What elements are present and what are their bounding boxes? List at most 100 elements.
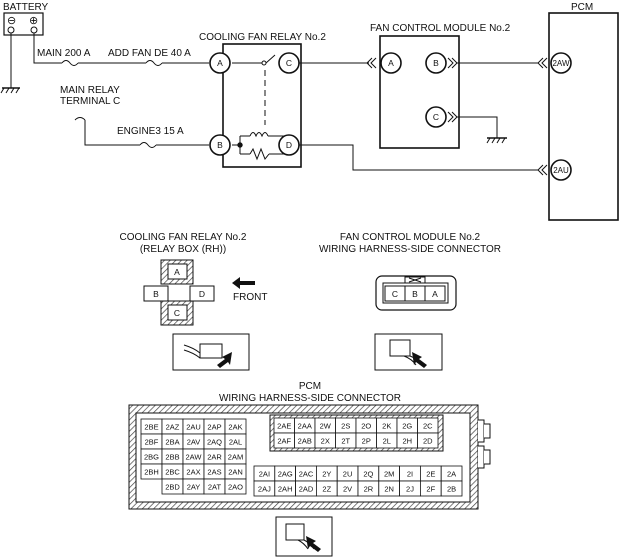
pcm-pin-label: 2AG: [278, 470, 293, 479]
pcm-pin-label: 2AR: [207, 453, 222, 462]
front-arrow-icon: [232, 277, 255, 289]
pcm-pin-label: 2D: [423, 437, 433, 446]
pcm-pin-label: 2AC: [299, 470, 314, 479]
pcm-bottom-block: 2AI 2AG 2AC 2Y 2U 2Q 2M 2I 2E 2A 2AJ 2AH 2AD 2Z 2V 2R 2N…: [253, 465, 463, 497]
wire-fcm-c-ground: [447, 111, 507, 144]
pcm-pin-label: 2AD: [299, 485, 314, 494]
fcm-pin-c: C: [425, 106, 447, 128]
pcm-pin-label: 2AU: [186, 423, 201, 432]
pcm-pin-label: 2Y: [322, 470, 331, 479]
pcm-pin-label: 2AY: [187, 483, 201, 492]
svg-text:A: A: [174, 267, 180, 277]
pcm-pin-label: 2W: [320, 422, 332, 431]
fcm-pin-b: B: [425, 52, 447, 74]
relay-pin-c: C: [278, 52, 300, 74]
pcm-body: [548, 12, 619, 221]
pcm-pin-label: 2AL: [229, 438, 242, 447]
main-relay-label-1: MAIN RELAY: [60, 85, 120, 96]
relay-box-connector: A B D C: [143, 259, 215, 326]
pcm-pin-label: 2R: [364, 485, 374, 494]
front-label: FRONT: [233, 292, 267, 303]
battery-label: BATTERY: [3, 2, 49, 13]
battery-ground-icon: [0, 33, 20, 94]
pcm-pin-label: 2L: [383, 437, 391, 446]
pcm-pin-label: 2AW: [186, 453, 203, 462]
pcm-pin-label: 2G: [402, 422, 412, 431]
svg-text:A: A: [432, 289, 438, 299]
connector-view-icon: [172, 333, 250, 371]
pcm-pin-cell: [224, 478, 247, 495]
fuse-addfan-label: ADD FAN DE 40 A: [108, 48, 191, 59]
pcm-pin-label: 2BC: [165, 468, 180, 477]
fcm-title: FAN CONTROL MODULE No.2: [370, 23, 511, 34]
pcm-pin-label: 2AK: [228, 423, 242, 432]
pcm-pin-label: 2K: [382, 422, 391, 431]
pcm-pin-label: 2AM: [228, 453, 243, 462]
fcm-pin-a: A: [380, 52, 402, 74]
pcm-conn-title-1: PCM: [299, 381, 321, 392]
fuse-main-label: MAIN 200 A: [37, 48, 91, 59]
svg-text:2AW: 2AW: [552, 59, 569, 68]
pcm-pin-label: 2BB: [165, 453, 179, 462]
fuse-engine3-label: ENGINE3 15 A: [117, 126, 184, 137]
relay-title: COOLING FAN RELAY No.2: [199, 32, 326, 43]
battery-plus-icon: ⊕: [29, 15, 38, 27]
pcm-pin-label: 2AI: [259, 470, 270, 479]
pcm-pin-label: 2T: [341, 437, 350, 446]
fcm-connector: C B A: [375, 275, 457, 311]
pcm-title: PCM: [571, 2, 593, 13]
battery: BATTERY ⊖ ⊕: [3, 2, 49, 36]
pcm-pin-2aw: 2AW: [550, 52, 572, 74]
svg-text:D: D: [199, 289, 205, 299]
svg-text:C: C: [433, 112, 439, 122]
pcm-pin-label: 2AH: [278, 485, 293, 494]
pcm-pin-label: 2AQ: [207, 438, 222, 447]
svg-text:C: C: [174, 308, 180, 318]
svg-text:B: B: [217, 140, 223, 150]
pcm-pin-label: 2AJ: [258, 485, 271, 494]
relay-box-title-1: COOLING FAN RELAY No.2: [120, 232, 247, 243]
svg-text:B: B: [412, 289, 418, 299]
relay-pin-b: B: [209, 134, 231, 156]
wire-engine3: [74, 117, 209, 148]
pcm-pin-label: 2Q: [363, 470, 373, 479]
pcm-pin-label: 2AO: [228, 483, 243, 492]
pcm-pin-cell: [440, 480, 463, 497]
pcm-pin-label: 2B: [447, 485, 456, 494]
svg-text:A: A: [388, 58, 394, 68]
pcm-pin-label: 2N: [384, 485, 394, 494]
pcm-conn-title-2: WIRING HARNESS-SIDE CONNECTOR: [219, 393, 401, 404]
pcm-pin-label: 2V: [343, 485, 352, 494]
connector-view-icon: [275, 516, 333, 557]
connector-view-icon: [374, 333, 443, 371]
pcm-pin-label: 2BF: [145, 438, 159, 447]
battery-minus-icon: ⊖: [7, 15, 16, 27]
pcm-pin-label: 2O: [361, 422, 371, 431]
svg-text:D: D: [286, 140, 292, 150]
pcm-pin-label: 2U: [343, 470, 353, 479]
relay-pin-a: A: [209, 52, 231, 74]
svg-text:B: B: [153, 289, 159, 299]
pcm-pin-label: 2S: [341, 422, 350, 431]
pcm-pin-label: 2I: [407, 470, 413, 479]
pcm-pin-label: 2A: [447, 470, 456, 479]
pcm-pin-label: 2F: [426, 485, 435, 494]
relay-box-title-2: (RELAY BOX (RH)): [140, 244, 226, 255]
svg-text:B: B: [433, 58, 439, 68]
wire-relay-c-to-fcm-a: [299, 57, 377, 69]
pcm-pin-label: 2AX: [186, 468, 200, 477]
pcm-pin-label: 2BE: [144, 423, 158, 432]
pcm-pin-label: 2H: [402, 437, 412, 446]
pcm-pin-label: 2M: [384, 470, 394, 479]
svg-text:2AU: 2AU: [553, 166, 569, 175]
pcm-pin-2au: 2AU: [550, 159, 572, 181]
pcm-pin-label: 2AB: [298, 437, 312, 446]
pcm-pin-label: 2Z: [322, 485, 331, 494]
pcm-pin-cell: [417, 432, 439, 449]
fcm-conn-title-2: WIRING HARNESS-SIDE CONNECTOR: [319, 244, 501, 255]
pcm-pin-label: 2E: [426, 470, 435, 479]
